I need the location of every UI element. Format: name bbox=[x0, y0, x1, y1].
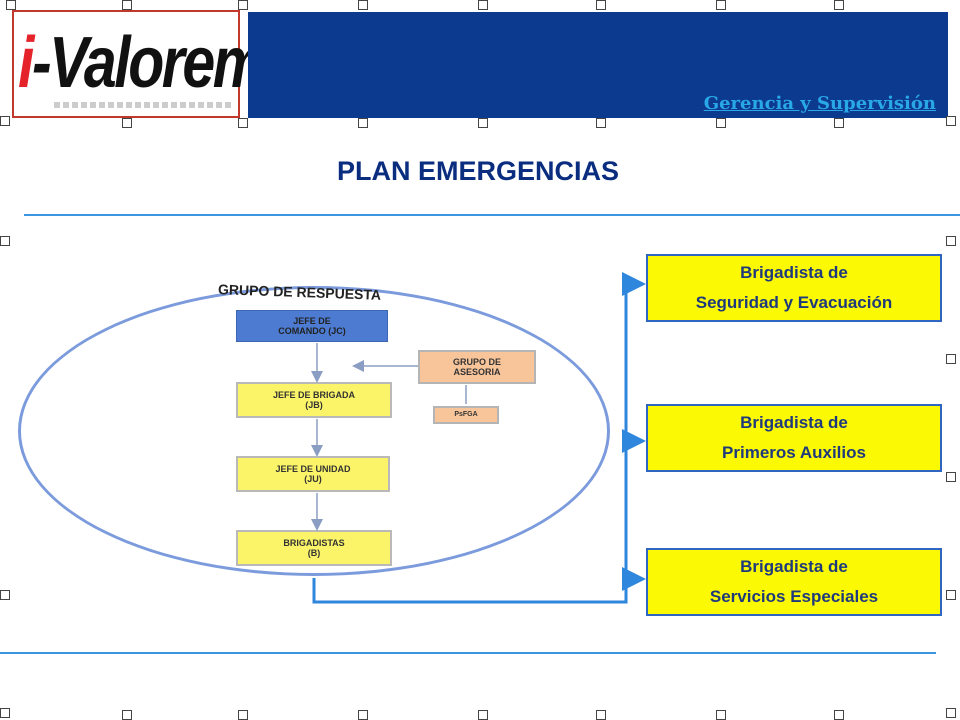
brand-logo: i-Valorem bbox=[12, 10, 265, 118]
handle-mark bbox=[0, 590, 10, 600]
handle-mark bbox=[238, 118, 248, 128]
handle-mark bbox=[122, 118, 132, 128]
logo-wordmark: i-Valorem bbox=[18, 23, 265, 103]
handle-mark bbox=[478, 0, 488, 10]
brigade-line2: Primeros Auxilios bbox=[722, 443, 866, 462]
footer-divider bbox=[0, 652, 936, 654]
handle-mark bbox=[0, 116, 10, 126]
handle-mark bbox=[946, 472, 956, 482]
handle-mark bbox=[834, 710, 844, 720]
brigade-line1: Brigadista de bbox=[740, 557, 848, 576]
handle-mark bbox=[946, 590, 956, 600]
org-box-jefe-unidad: JEFE DE UNIDAD (JU) bbox=[236, 456, 390, 492]
brigade-box-primeros-auxilios: Brigadista de Primeros Auxilios bbox=[646, 404, 942, 472]
handle-mark bbox=[238, 710, 248, 720]
handle-mark bbox=[596, 0, 606, 10]
handle-mark bbox=[834, 118, 844, 128]
handle-mark bbox=[946, 236, 956, 246]
brigade-line1: Brigadista de bbox=[740, 263, 848, 282]
handle-mark bbox=[478, 710, 488, 720]
brigade-line1: Brigadista de bbox=[740, 413, 848, 432]
handle-mark bbox=[122, 0, 132, 10]
handle-mark bbox=[358, 118, 368, 128]
org-box-jefe-comando: JEFE DE COMANDO (JC) bbox=[236, 310, 388, 342]
brigade-line2: Seguridad y Evacuación bbox=[695, 293, 893, 312]
handle-mark bbox=[946, 354, 956, 364]
logo-tagline-decoration bbox=[54, 102, 234, 108]
handle-mark bbox=[716, 710, 726, 720]
handle-mark bbox=[478, 118, 488, 128]
handle-mark bbox=[6, 0, 16, 10]
handle-mark bbox=[834, 0, 844, 10]
page-title: PLAN EMERGENCIAS bbox=[336, 156, 620, 186]
header-banner: Gerencia y Supervisión bbox=[248, 12, 948, 118]
handle-mark bbox=[596, 118, 606, 128]
handle-mark bbox=[716, 118, 726, 128]
title-divider bbox=[24, 214, 960, 216]
handle-mark bbox=[0, 236, 10, 246]
handle-mark bbox=[238, 0, 248, 10]
org-box-brigadistas: BRIGADISTAS (B) bbox=[236, 530, 392, 566]
handle-mark bbox=[122, 710, 132, 720]
org-box-jefe-brigada: JEFE DE BRIGADA (JB) bbox=[236, 382, 392, 418]
gerencia-supervision-link[interactable]: Gerencia y Supervisión bbox=[703, 93, 936, 114]
handle-mark bbox=[946, 116, 956, 126]
handle-mark bbox=[596, 710, 606, 720]
handle-mark bbox=[716, 0, 726, 10]
brigade-box-seguridad: Brigadista de Seguridad y Evacuación bbox=[646, 254, 942, 322]
handle-mark bbox=[946, 708, 956, 718]
brigade-box-servicios-especiales: Brigadista de Servicios Especiales bbox=[646, 548, 942, 616]
handle-mark bbox=[0, 708, 10, 718]
handle-mark bbox=[358, 0, 368, 10]
handle-mark bbox=[358, 710, 368, 720]
org-box-grupo-asesoria: GRUPO DE ASESORIA bbox=[418, 350, 536, 384]
org-box-psfga: PsFGA bbox=[433, 406, 499, 424]
brigade-line2: Servicios Especiales bbox=[709, 587, 879, 606]
